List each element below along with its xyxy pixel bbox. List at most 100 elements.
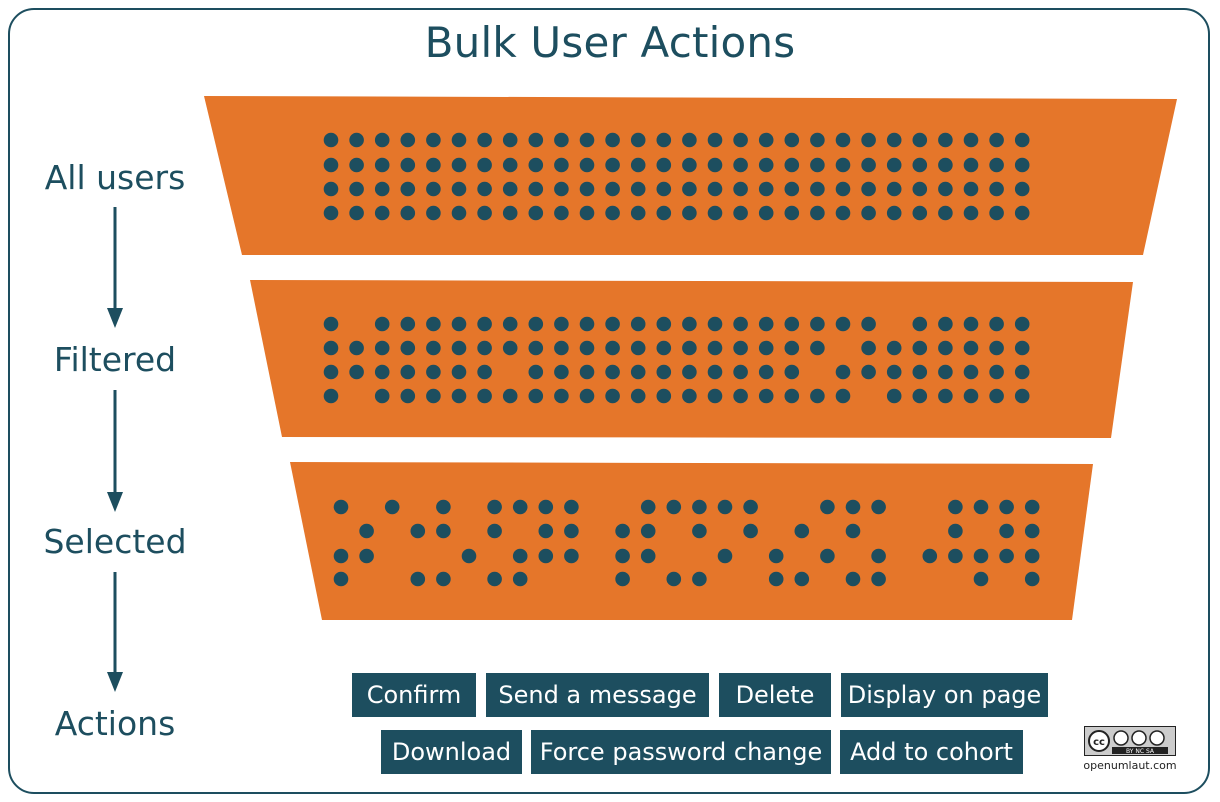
user-dot bbox=[768, 548, 784, 564]
user-dot bbox=[989, 157, 1004, 173]
user-dot bbox=[733, 157, 748, 173]
user-dot bbox=[400, 340, 416, 356]
user-dot bbox=[989, 316, 1004, 332]
user-dot bbox=[615, 523, 630, 539]
user-dot bbox=[528, 388, 544, 404]
force-password-change-button[interactable]: Force password change bbox=[531, 730, 831, 774]
user-dot bbox=[630, 157, 646, 173]
user-dot bbox=[682, 181, 697, 197]
user-dot bbox=[999, 499, 1014, 515]
user-dot bbox=[502, 157, 518, 173]
user-dot bbox=[963, 205, 979, 221]
user-dot bbox=[579, 388, 595, 404]
user-dot bbox=[922, 548, 938, 564]
user-dot bbox=[871, 499, 886, 515]
download-button[interactable]: Download bbox=[381, 730, 522, 774]
user-dot bbox=[512, 548, 528, 564]
stage-label-actions: Actions bbox=[54, 704, 176, 743]
user-dot bbox=[1014, 205, 1030, 221]
user-dot bbox=[835, 205, 851, 221]
send-message-button[interactable]: Send a message bbox=[486, 673, 709, 717]
user-dot bbox=[999, 548, 1014, 564]
user-dot bbox=[682, 157, 697, 173]
user-dot bbox=[707, 205, 723, 221]
user-dot bbox=[323, 316, 339, 332]
user-dot bbox=[400, 364, 416, 380]
user-dot bbox=[845, 499, 861, 515]
user-dot bbox=[477, 316, 492, 332]
user-dot bbox=[579, 340, 595, 356]
user-dot bbox=[973, 499, 989, 515]
user-dot bbox=[349, 132, 364, 148]
user-dot bbox=[861, 181, 876, 197]
user-dot bbox=[640, 499, 656, 515]
user-dot bbox=[912, 364, 928, 380]
user-dot bbox=[426, 364, 441, 380]
arrow-head bbox=[107, 672, 123, 692]
user-dot bbox=[692, 571, 707, 587]
user-dot bbox=[605, 388, 620, 404]
funnel-band-all-users bbox=[204, 96, 1177, 255]
user-dot bbox=[707, 340, 723, 356]
diagram-title: Bulk User Actions bbox=[424, 18, 796, 67]
user-dot bbox=[400, 132, 416, 148]
user-dot bbox=[477, 340, 492, 356]
user-dot bbox=[528, 132, 544, 148]
user-dot bbox=[477, 132, 492, 148]
user-dot bbox=[707, 157, 723, 173]
license-site: openumlaut.com bbox=[1083, 759, 1177, 772]
user-dot bbox=[682, 340, 697, 356]
user-dot bbox=[733, 181, 748, 197]
user-dot bbox=[630, 181, 646, 197]
user-dot bbox=[810, 132, 825, 148]
user-dot bbox=[784, 340, 800, 356]
confirm-button[interactable]: Confirm bbox=[352, 673, 476, 717]
user-dot bbox=[1014, 181, 1030, 197]
user-dot bbox=[564, 523, 579, 539]
user-dot bbox=[707, 316, 723, 332]
user-dot bbox=[374, 205, 390, 221]
user-dot bbox=[886, 205, 902, 221]
user-dot bbox=[528, 157, 544, 173]
user-dot bbox=[784, 316, 800, 332]
user-dot bbox=[451, 181, 467, 197]
display-on-page-button[interactable]: Display on page bbox=[841, 673, 1048, 717]
user-dot bbox=[487, 523, 502, 539]
user-dot bbox=[579, 181, 595, 197]
user-dot bbox=[835, 132, 851, 148]
cc-badge-icon: cc BY NC SA bbox=[1084, 726, 1176, 756]
user-dot bbox=[871, 548, 886, 564]
user-dot bbox=[861, 316, 876, 332]
user-dot bbox=[938, 388, 953, 404]
user-dot bbox=[451, 205, 467, 221]
user-dot bbox=[758, 316, 774, 332]
user-dot bbox=[512, 571, 528, 587]
user-dot bbox=[323, 205, 339, 221]
user-dot bbox=[374, 316, 390, 332]
user-dot bbox=[656, 364, 672, 380]
user-dot bbox=[1024, 548, 1040, 564]
user-dot bbox=[948, 499, 963, 515]
arrow-head bbox=[107, 308, 123, 328]
user-dot bbox=[461, 548, 477, 564]
user-dot bbox=[810, 388, 825, 404]
user-dot bbox=[359, 548, 374, 564]
user-dot bbox=[579, 364, 595, 380]
user-dot bbox=[323, 340, 339, 356]
user-dot bbox=[451, 340, 467, 356]
user-dot bbox=[682, 132, 697, 148]
user-dot bbox=[845, 571, 861, 587]
delete-button[interactable]: Delete bbox=[719, 673, 831, 717]
user-dot bbox=[912, 132, 928, 148]
user-dot bbox=[349, 181, 364, 197]
user-dot bbox=[733, 316, 748, 332]
user-dot bbox=[528, 364, 544, 380]
user-dot bbox=[861, 364, 876, 380]
add-to-cohort-button[interactable]: Add to cohort bbox=[840, 730, 1023, 774]
user-dot bbox=[656, 132, 672, 148]
user-dot bbox=[666, 499, 682, 515]
user-dot bbox=[528, 340, 544, 356]
user-dot bbox=[333, 571, 349, 587]
user-dot bbox=[963, 340, 979, 356]
user-dot bbox=[436, 571, 451, 587]
